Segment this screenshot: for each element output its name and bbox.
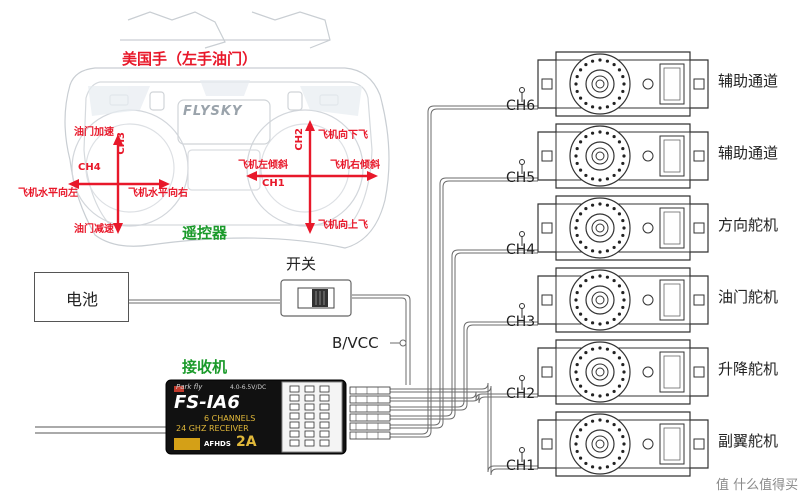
receiver-voltage: 4.0-6.5V/DC (230, 384, 267, 391)
servo-function-label: 辅助通道 (718, 72, 779, 90)
servo-plug (349, 413, 391, 422)
left-stick-right-label: 飞机水平向右 (128, 188, 188, 199)
receiver-plugs (349, 386, 391, 440)
servo-channel-label: CH6 (506, 98, 536, 114)
servo-channel-label: CH3 (506, 314, 536, 330)
servo-function-label: 副翼舵机 (718, 432, 779, 450)
servo-plug (349, 431, 391, 440)
receiver-line2: 24 GHZ RECEIVER (176, 424, 249, 433)
servo-ch3 (519, 267, 709, 333)
servo-ch5 (519, 123, 709, 189)
servo-function-label: 升降舵机 (718, 360, 779, 378)
servo-plug (349, 404, 391, 413)
servo-plug (349, 422, 391, 431)
receiver-pin (319, 439, 330, 447)
brand-logo: FLYSKY (183, 104, 243, 119)
receiver-pin (319, 385, 330, 393)
receiver-pin (304, 394, 315, 402)
left-stick-down-label: 油门减速 (74, 224, 114, 235)
servo-ch1 (519, 411, 709, 477)
receiver-afhds: AFHDS (204, 440, 231, 448)
switch-body (280, 279, 352, 317)
servo-channel-label: CH4 (506, 242, 536, 258)
switch-label: 开关 (286, 255, 317, 273)
transmitter-title: 美国手（左手油门） (122, 50, 258, 68)
servo-ch4 (519, 195, 709, 261)
left-stick-arrows (68, 134, 170, 234)
receiver-pin (319, 403, 330, 411)
left-stick-left-label: 飞机水平向左 (18, 188, 78, 199)
servo-channel-label: CH1 (506, 458, 536, 474)
right-stick-horizontal-ch: CH1 (262, 178, 285, 189)
servo-function-label: 辅助通道 (718, 144, 779, 162)
transmitter-outline (64, 11, 390, 249)
bvcc-label: B/VCC (332, 334, 379, 352)
transmitter-caption: 遥控器 (182, 224, 228, 242)
receiver-pin-grid (289, 385, 330, 447)
left-stick-up-label: 油门加速 (74, 127, 114, 138)
receiver-pin (319, 430, 330, 438)
servo-ch6 (519, 51, 709, 117)
receiver-pin (289, 412, 300, 420)
right-stick-up-label: 飞机向下飞 (318, 130, 368, 141)
servo-stack (519, 51, 709, 477)
receiver-pin (289, 430, 300, 438)
receiver-2a: 2A (236, 434, 257, 450)
receiver-pin (289, 385, 300, 393)
receiver-pin (289, 439, 300, 447)
battery-label: 电池 (66, 290, 99, 309)
receiver-model: FS-IA6 (174, 392, 240, 413)
right-stick-vertical-ch: CH2 (294, 128, 305, 151)
left-stick-vertical-ch: CH3 (116, 132, 127, 155)
receiver-parkfly: Park fly (176, 383, 203, 391)
right-stick-left-label: 飞机左倾斜 (238, 160, 288, 171)
receiver-pin (304, 430, 315, 438)
right-stick-arrows (246, 120, 378, 234)
receiver-line1: 6 CHANNELS (204, 414, 256, 423)
receiver-pin (304, 439, 315, 447)
receiver-pin (319, 412, 330, 420)
servo-plug (349, 395, 391, 404)
servo-function-label: 方向舵机 (718, 216, 779, 234)
left-stick-horizontal-ch: CH4 (78, 162, 101, 173)
right-stick-down-label: 飞机向上飞 (318, 220, 368, 231)
battery-box (34, 272, 129, 322)
receiver-pin (304, 412, 315, 420)
receiver-pin (289, 394, 300, 402)
receiver-caption: 接收机 (182, 358, 228, 376)
power-wiring (128, 294, 411, 385)
receiver-pin (289, 421, 300, 429)
transmitter-shading (88, 80, 362, 116)
right-stick-right-label: 飞机右倾斜 (330, 160, 380, 171)
receiver-pin (319, 394, 330, 402)
watermark: 值 什么值得买 (716, 478, 799, 493)
servo-plug (349, 386, 391, 395)
channel-wires (350, 105, 538, 476)
receiver-pin (289, 403, 300, 411)
receiver-pin (319, 421, 330, 429)
receiver-pin (304, 403, 315, 411)
servo-channel-label: CH5 (506, 170, 536, 186)
servo-ch2 (519, 339, 709, 405)
servo-channel-label: CH2 (506, 386, 536, 402)
servo-function-label: 油门舵机 (718, 288, 779, 306)
receiver-pin (304, 385, 315, 393)
receiver-pin (304, 421, 315, 429)
